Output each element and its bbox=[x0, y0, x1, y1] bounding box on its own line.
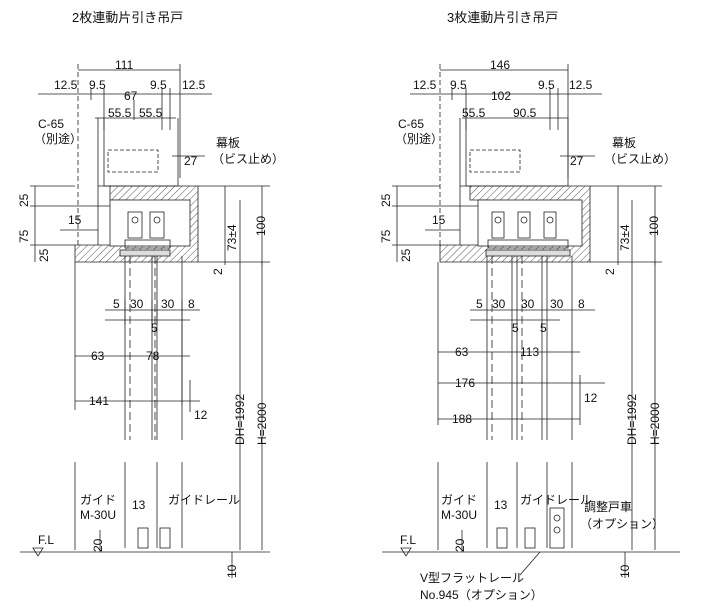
left-dim-20: 20 bbox=[91, 538, 105, 552]
right-dim-9-5b: 9.5 bbox=[538, 78, 555, 92]
right-dim-27: 27 bbox=[570, 154, 584, 168]
right-row-5c: 5 bbox=[540, 321, 547, 335]
right-dim-12-5a: 12.5 bbox=[413, 78, 437, 92]
right-fl: F.L bbox=[400, 533, 417, 547]
left-dim-67: 67 bbox=[124, 89, 138, 103]
right-dim-10: 10 bbox=[618, 564, 632, 578]
left-dim-75: 75 bbox=[17, 229, 31, 243]
left-dim-25b: 25 bbox=[37, 248, 51, 262]
left-dim-13: 13 bbox=[132, 498, 146, 512]
left-dim-25a: 25 bbox=[17, 193, 31, 207]
right-dim-188: 188 bbox=[452, 412, 473, 426]
right-dim-h: H=2000 bbox=[648, 402, 662, 445]
right-title: 3枚連動片引き吊戸 bbox=[447, 10, 559, 25]
left-dim-2: 2 bbox=[211, 268, 225, 275]
right-row-5b: 5 bbox=[512, 321, 519, 335]
right-row-30b: 30 bbox=[521, 297, 535, 311]
left-title: 2枚連動片引き吊戸 bbox=[72, 10, 184, 25]
left-c65: C-65 bbox=[38, 117, 65, 131]
left-dim-73: 73±4 bbox=[225, 224, 239, 251]
right-no945: No.945（オプション） bbox=[420, 588, 543, 602]
right-dim-176: 176 bbox=[455, 376, 476, 390]
left-dim-12: 12 bbox=[194, 408, 208, 422]
right-dim-2: 2 bbox=[603, 268, 617, 275]
left-row-5b: 5 bbox=[151, 321, 158, 335]
right-guide: ガイド bbox=[441, 493, 478, 507]
right-option: （オプション） bbox=[580, 517, 665, 531]
left-m30u: M-30U bbox=[80, 508, 117, 522]
right-dim-146: 146 bbox=[490, 58, 511, 72]
right-m30u: M-30U bbox=[441, 508, 478, 522]
right-dim-102: 102 bbox=[491, 89, 512, 103]
left-betsu: （別途） bbox=[34, 132, 83, 146]
left-dim-10: 10 bbox=[225, 564, 239, 578]
left-drawing bbox=[20, 64, 270, 578]
left-row-30b: 30 bbox=[161, 297, 175, 311]
left-guide: ガイド bbox=[80, 493, 117, 507]
left-row-5a: 5 bbox=[113, 297, 120, 311]
right-dim-25a: 25 bbox=[379, 193, 393, 207]
left-dim-dh: DH=1992 bbox=[233, 393, 247, 445]
left-dim-9-5b: 9.5 bbox=[150, 78, 167, 92]
right-dim-55-5: 55.5 bbox=[462, 106, 486, 120]
right-dim-75: 75 bbox=[379, 229, 393, 243]
right-dim-dh: DH=1992 bbox=[625, 393, 639, 445]
left-dim-12-5b: 12.5 bbox=[182, 78, 206, 92]
left-dim-55-5b: 55.5 bbox=[139, 106, 163, 120]
left-row-30a: 30 bbox=[130, 297, 144, 311]
right-vrail: V型フラットレール bbox=[420, 571, 525, 585]
left-dim-9-5a: 9.5 bbox=[89, 78, 106, 92]
right-row-30a: 30 bbox=[492, 297, 506, 311]
right-dim-13: 13 bbox=[494, 498, 508, 512]
right-guiderail: ガイドレール bbox=[520, 493, 593, 507]
left-dim-63: 63 bbox=[91, 349, 105, 363]
right-drawing bbox=[382, 64, 680, 578]
left-dim-27: 27 bbox=[184, 154, 198, 168]
left-dim-15: 15 bbox=[68, 213, 82, 227]
right-dim-15: 15 bbox=[432, 213, 446, 227]
right-c65: C-65 bbox=[398, 117, 425, 131]
right-betsu: （別途） bbox=[395, 132, 444, 146]
left-dim-141: 141 bbox=[89, 394, 110, 408]
left-dim-111: 111 bbox=[115, 58, 134, 72]
right-row-8: 8 bbox=[578, 297, 585, 311]
right-dim-25b: 25 bbox=[399, 248, 413, 262]
right-chosei: 調整戸車 bbox=[584, 500, 633, 514]
right-row-30c: 30 bbox=[550, 297, 564, 311]
right-dim-9-5a: 9.5 bbox=[450, 78, 467, 92]
right-dim-12-5b: 12.5 bbox=[569, 78, 593, 92]
right-bisu: （ビス止め） bbox=[604, 152, 677, 166]
right-makuita: 幕板 bbox=[612, 136, 637, 150]
left-guiderail: ガイドレール bbox=[168, 493, 241, 507]
left-dim-78: 78 bbox=[146, 349, 160, 363]
right-row-5a: 5 bbox=[476, 297, 483, 311]
right-dim-20: 20 bbox=[453, 538, 467, 552]
left-dim-12-5a: 12.5 bbox=[54, 78, 78, 92]
left-dim-100: 100 bbox=[254, 215, 268, 236]
right-dim-90-5: 90.5 bbox=[513, 106, 537, 120]
right-dim-63: 63 bbox=[455, 345, 469, 359]
left-bisu: （ビス止め） bbox=[212, 152, 285, 166]
right-dim-113: 113 bbox=[520, 345, 540, 359]
left-dim-h: H=2000 bbox=[255, 402, 269, 445]
right-dim-100: 100 bbox=[647, 215, 661, 236]
right-dim-73: 73±4 bbox=[618, 224, 632, 251]
left-fl: F.L bbox=[38, 533, 55, 547]
left-dim-55-5a: 55.5 bbox=[108, 106, 132, 120]
left-makuita: 幕板 bbox=[216, 136, 241, 150]
left-row-8: 8 bbox=[188, 297, 195, 311]
right-dim-12: 12 bbox=[584, 391, 598, 405]
